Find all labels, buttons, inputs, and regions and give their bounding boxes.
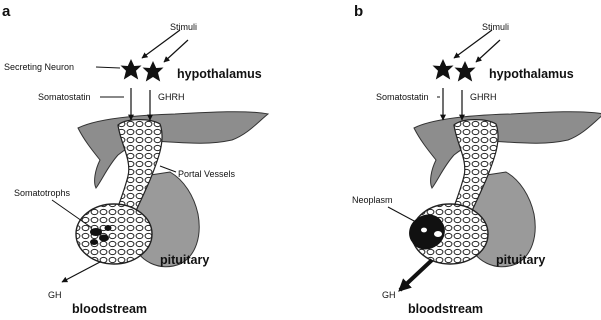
somatostatin-label: Somatostatin (38, 92, 91, 102)
neuron-star-left (433, 59, 454, 80)
ghrh-label-b: GHRH (470, 92, 497, 102)
neuron-star-right (455, 61, 476, 82)
neuron-star (143, 61, 164, 82)
hypothalamus-label: hypothalamus (177, 67, 262, 81)
somatostatin-label-b: Somatostatin (376, 92, 429, 102)
panel-letter-b: b (354, 3, 363, 20)
secreting-neuron-star (121, 59, 142, 80)
bloodstream-label: bloodstream (72, 302, 147, 316)
portal-vessels-label: Portal Vessels (178, 169, 236, 179)
stimuli-label: Stimuli (170, 22, 197, 32)
hypothalamus-label-b: hypothalamus (489, 67, 574, 81)
gh-label: GH (48, 290, 62, 300)
ghrh-label: GHRH (158, 92, 185, 102)
somatotrophs-label: Somatotrophs (14, 188, 71, 198)
gh-label-b: GH (382, 290, 396, 300)
bloodstream-label-b: bloodstream (408, 302, 483, 316)
panel-letter-a: a (2, 3, 11, 20)
stimuli-label-b: Stimuli (482, 22, 509, 32)
secreting-neuron-label: Secreting Neuron (4, 62, 74, 72)
pituitary-label-b: pituitary (496, 253, 545, 267)
panel-a: a Stimuli Secreting Neuron hypothalamus … (2, 3, 268, 316)
panel-b: b Stimuli hypothalamus Somatostatin GHRH… (352, 3, 601, 316)
pituitary-label: pituitary (160, 253, 209, 267)
neoplasm-label: Neoplasm (352, 195, 393, 205)
